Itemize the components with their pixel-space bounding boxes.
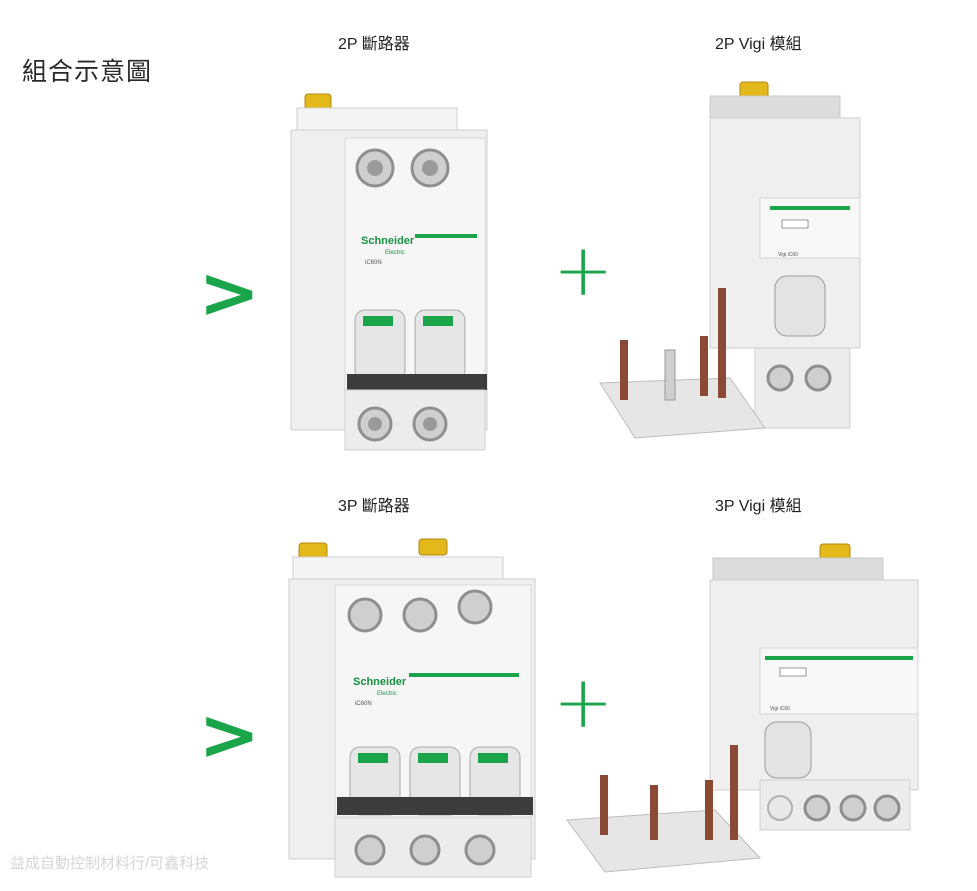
plus-icon: + (553, 228, 614, 312)
breaker-2p-label: 2P 斷路器 (338, 36, 410, 53)
brand-sub-text: Electric (377, 691, 397, 697)
clip-icon (418, 538, 448, 556)
vigi-3p-label: 3P Vigi 模組 (715, 498, 802, 515)
breaker-model-text: iC60N (355, 701, 372, 707)
brand-logo-text: Schneider (353, 676, 407, 688)
vigi-3p-image: Vigi iC60 (566, 543, 919, 873)
brand-logo-text: Schneider (361, 235, 415, 247)
module-model-text: Vigi iC60 (770, 706, 790, 712)
watermark-text: 益成自動控制材料行/可鑫科技 (10, 855, 210, 872)
vigi-2p-image: Vigi iC60 (599, 81, 861, 439)
breaker-3p-label: 3P 斷路器 (338, 498, 410, 515)
page-title: 組合示意圖 (22, 58, 153, 86)
test-handle-icon (764, 721, 812, 779)
arrow-right-icon: > (198, 252, 261, 334)
handle-bar (347, 374, 487, 390)
breaker-2p-image: Schneider Electric iC60N (290, 93, 488, 451)
test-handle-icon (774, 275, 826, 337)
module-model-text: Vigi iC60 (778, 252, 798, 258)
brand-sub-text: Electric (385, 250, 405, 256)
breaker-3p-image: Schneider Electric iC60N (288, 538, 536, 878)
vigi-2p-label: 2P Vigi 模組 (715, 36, 802, 53)
plus-icon: + (553, 660, 614, 744)
handle-bar (337, 797, 533, 815)
arrow-right-icon: > (198, 694, 261, 776)
breaker-model-text: iC60N (365, 260, 382, 266)
